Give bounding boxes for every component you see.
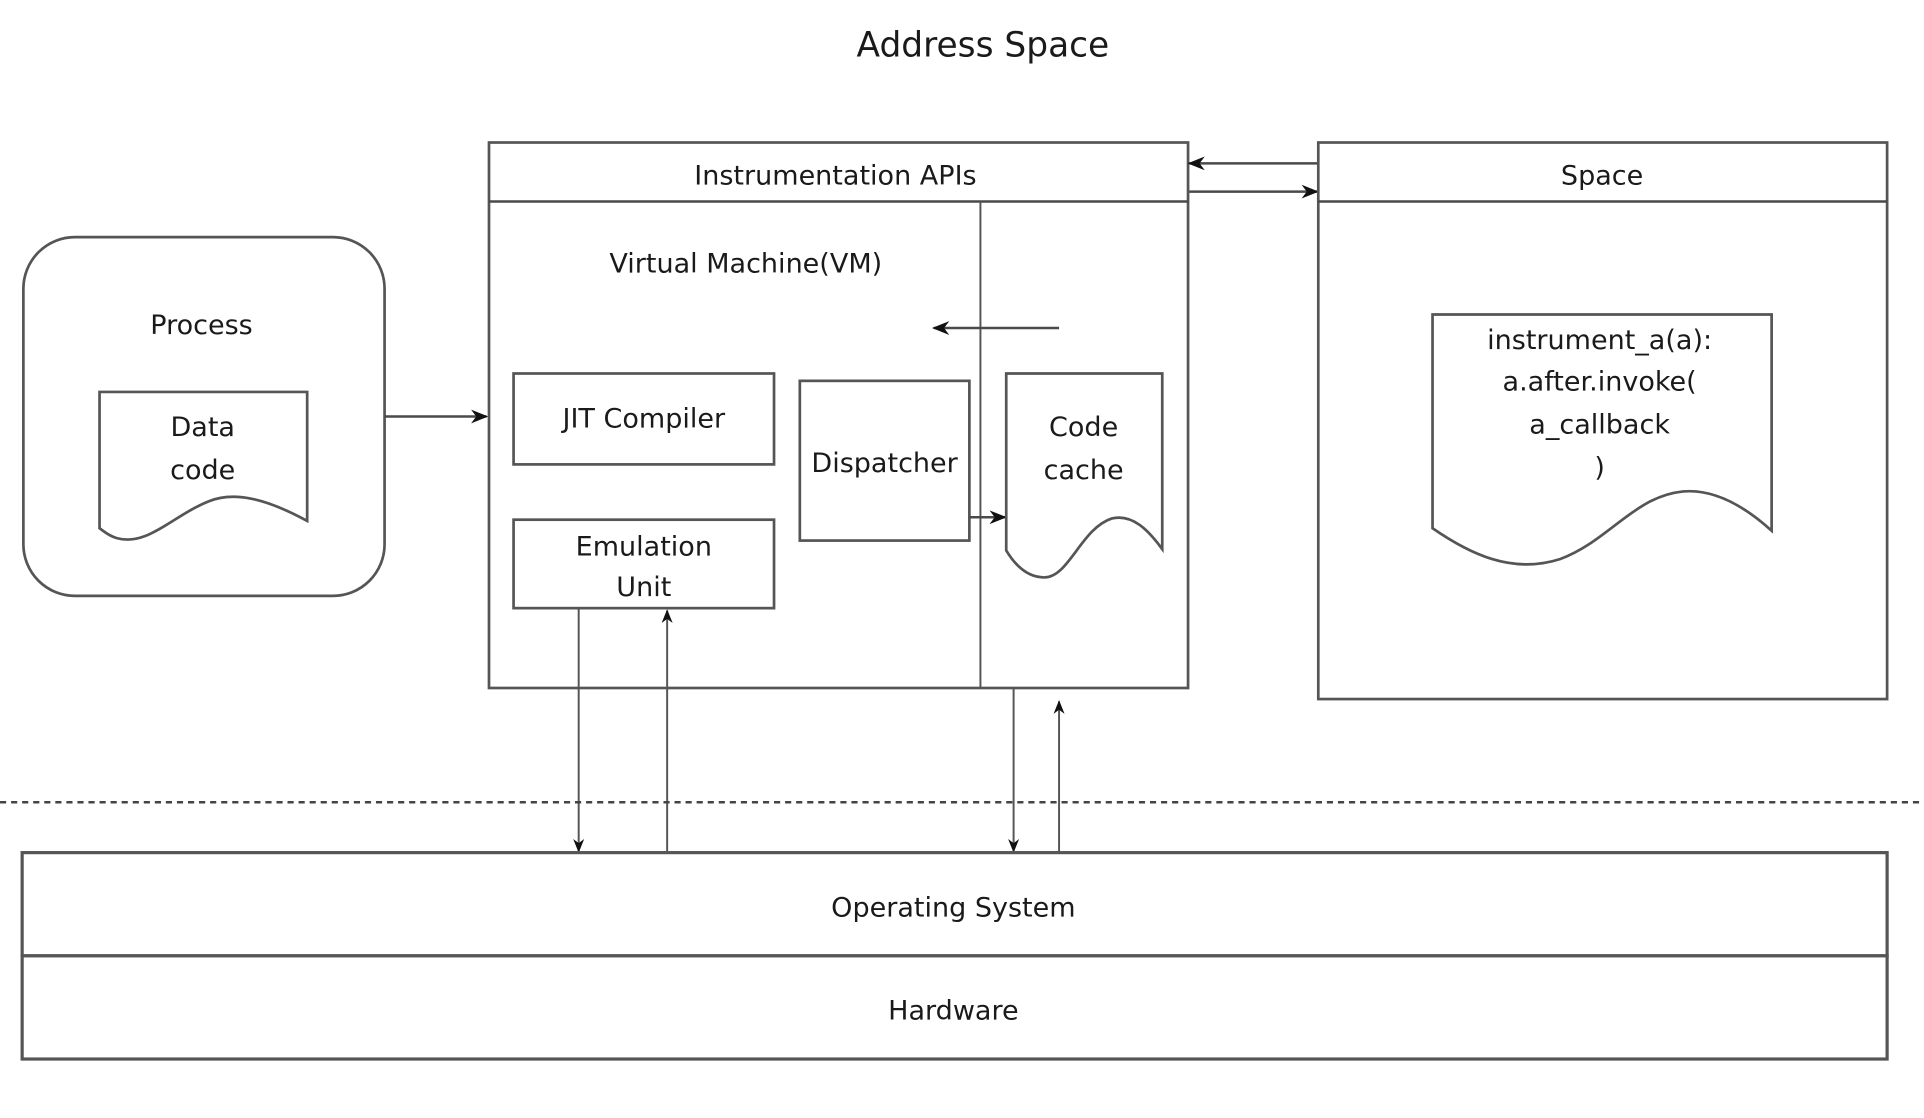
space-header: Space: [1561, 160, 1643, 191]
diagram-title: Address Space: [857, 26, 1110, 66]
dispatcher-label: Dispatcher: [811, 448, 958, 479]
emulation-unit-box: [512, 518, 776, 610]
process-label: Process: [150, 310, 252, 341]
code-cache-document: [1004, 372, 1164, 579]
instrument-code-document: [1431, 313, 1773, 566]
jit-compiler-label: JIT Compiler: [560, 404, 726, 435]
data-code-line-2: code: [170, 455, 235, 486]
data-code-line-1: Data: [170, 412, 235, 443]
os-label: Operating System: [831, 893, 1075, 924]
emulation-unit-line-1: Emulation: [576, 531, 712, 562]
vm-label: Virtual Machine(VM): [609, 249, 882, 280]
instrumentation-apis-header: Instrumentation APIs: [694, 160, 976, 191]
space-block: Space instrument_a(a): a.after.invoke( a…: [1316, 141, 1889, 701]
code-line-4: ): [1594, 453, 1605, 484]
jit-compiler-box: [512, 372, 776, 466]
dispatcher-box: [798, 379, 971, 542]
emulation-unit-line-2: Unit: [616, 572, 671, 603]
data-code-document: [98, 390, 309, 541]
hardware-layer: Hardware: [20, 954, 1889, 1061]
os-layer: Operating System: [20, 851, 1889, 958]
code-line-1: instrument_a(a):: [1487, 325, 1712, 356]
process-block: Process Data code: [22, 235, 386, 598]
code-line-3: a_callback: [1529, 410, 1670, 441]
code-cache-line-1: Code: [1049, 412, 1118, 443]
vm-container: Instrumentation APIs Virtual Machine(VM)…: [487, 141, 1190, 690]
hardware-label: Hardware: [888, 996, 1018, 1027]
code-cache-line-2: cache: [1044, 455, 1124, 486]
code-line-2: a.after.invoke(: [1503, 367, 1697, 398]
